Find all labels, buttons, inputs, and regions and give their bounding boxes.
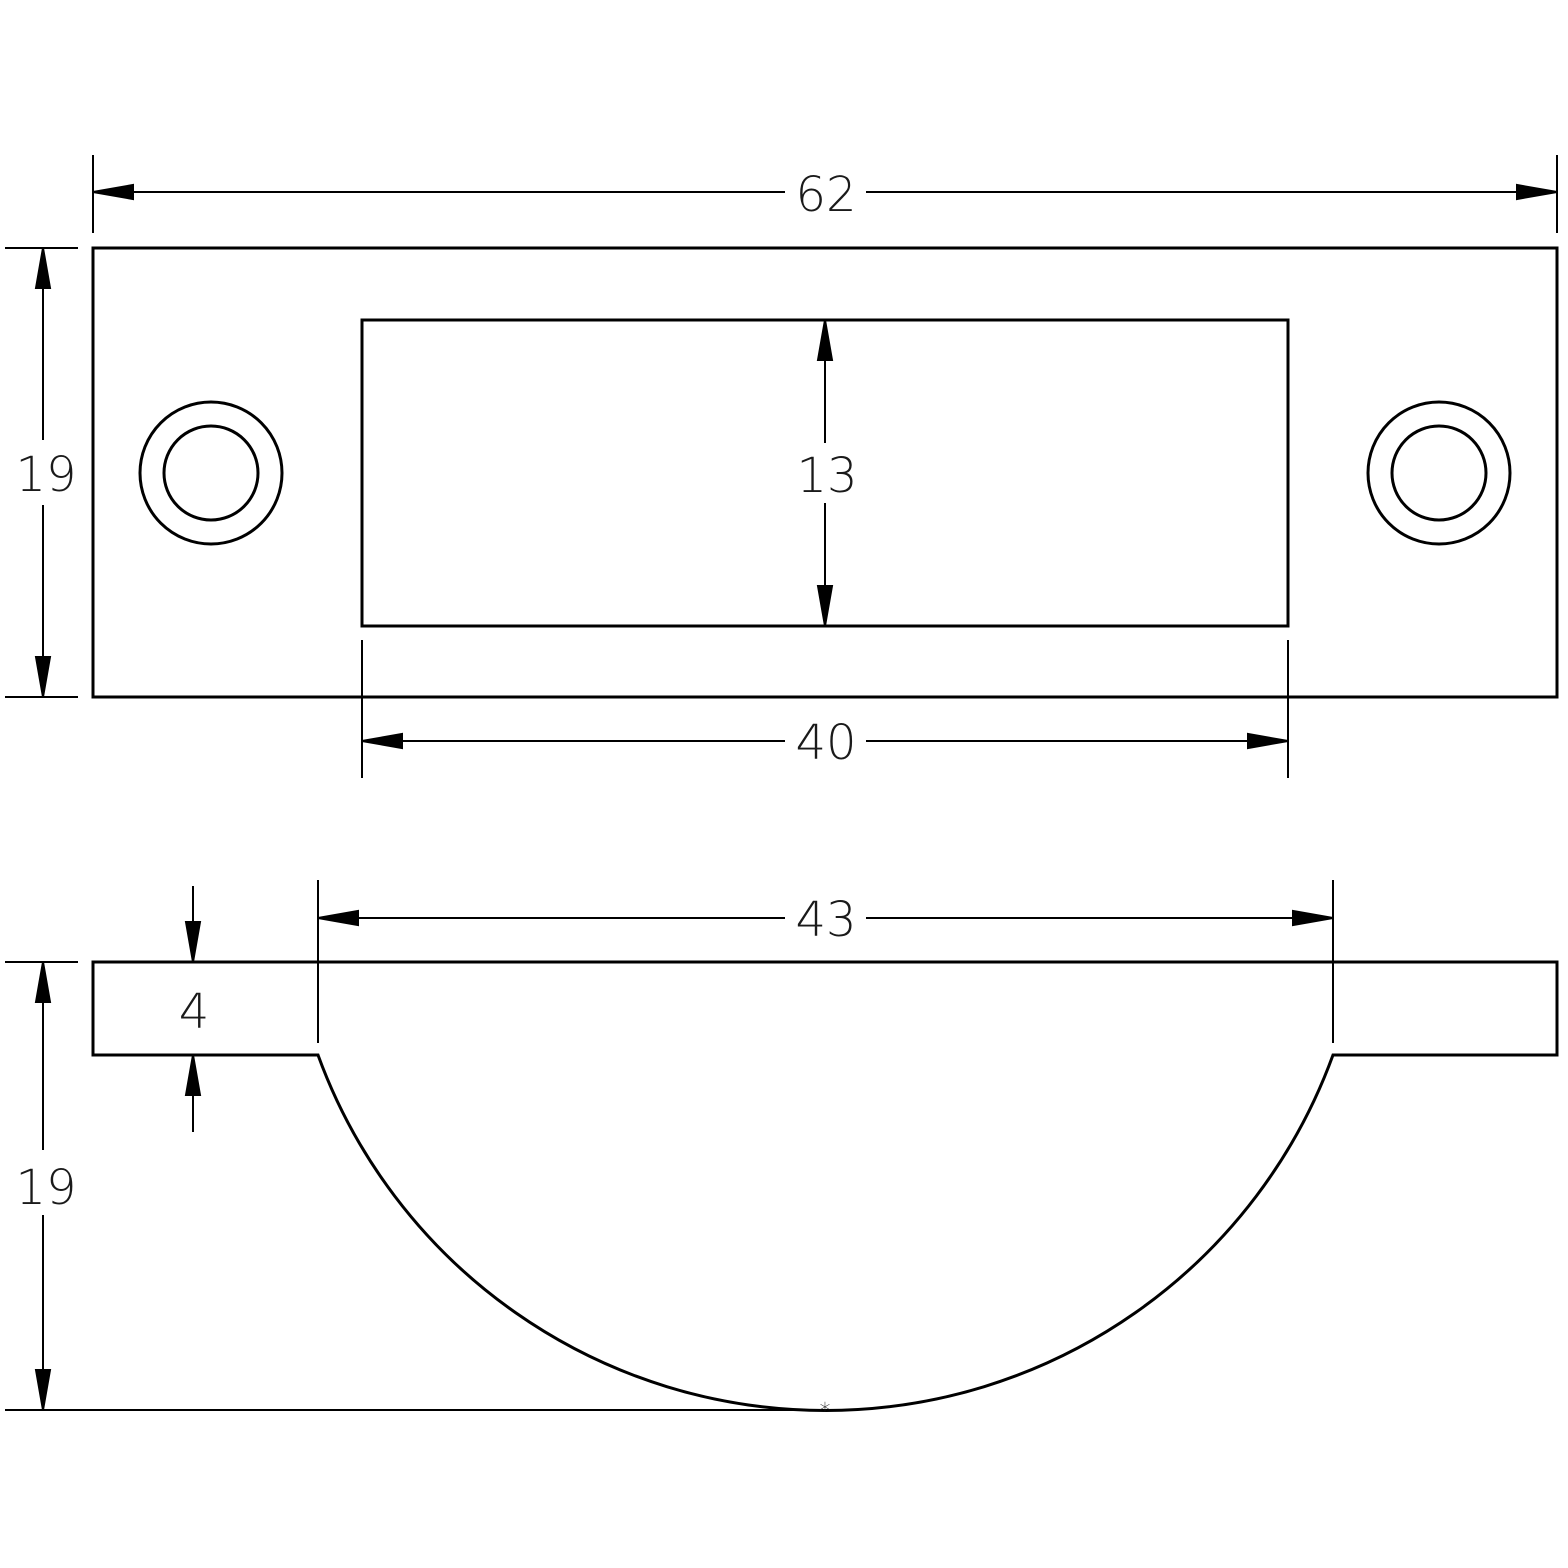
dim-plate-thickness: 4	[179, 984, 210, 1040]
countersink-left	[138, 400, 284, 546]
dim-overall-width: 62	[795, 167, 856, 223]
arrowhead	[816, 319, 834, 361]
dim-cup-width: 43	[795, 892, 856, 948]
arrowhead	[1516, 183, 1558, 201]
arrowhead	[34, 656, 52, 698]
screw-hole-left	[162, 424, 260, 522]
arrowhead	[184, 921, 202, 963]
arrowhead	[92, 183, 134, 201]
center-mark: *	[820, 1400, 831, 1425]
arrowhead	[34, 1369, 52, 1411]
dim-overall-height: 19	[15, 447, 76, 503]
cup-profile	[91, 960, 1559, 1412]
countersink-right	[1366, 400, 1512, 546]
arrowhead	[184, 1054, 202, 1096]
arrowhead	[317, 909, 359, 927]
arrowhead	[34, 961, 52, 1003]
arrowhead	[34, 247, 52, 289]
arrowhead	[1247, 732, 1289, 750]
screw-hole-right	[1390, 424, 1488, 522]
dim-overall-depth: 19	[15, 1160, 76, 1216]
dimensions	[5, 155, 1558, 1411]
arrowhead	[361, 732, 403, 750]
arrowhead	[1292, 909, 1334, 927]
dim-slot-height: 13	[796, 448, 857, 504]
arrowhead	[816, 585, 834, 627]
side-view	[91, 960, 1559, 1412]
plate-outline	[91, 246, 1559, 699]
dim-slot-width: 40	[795, 715, 856, 771]
